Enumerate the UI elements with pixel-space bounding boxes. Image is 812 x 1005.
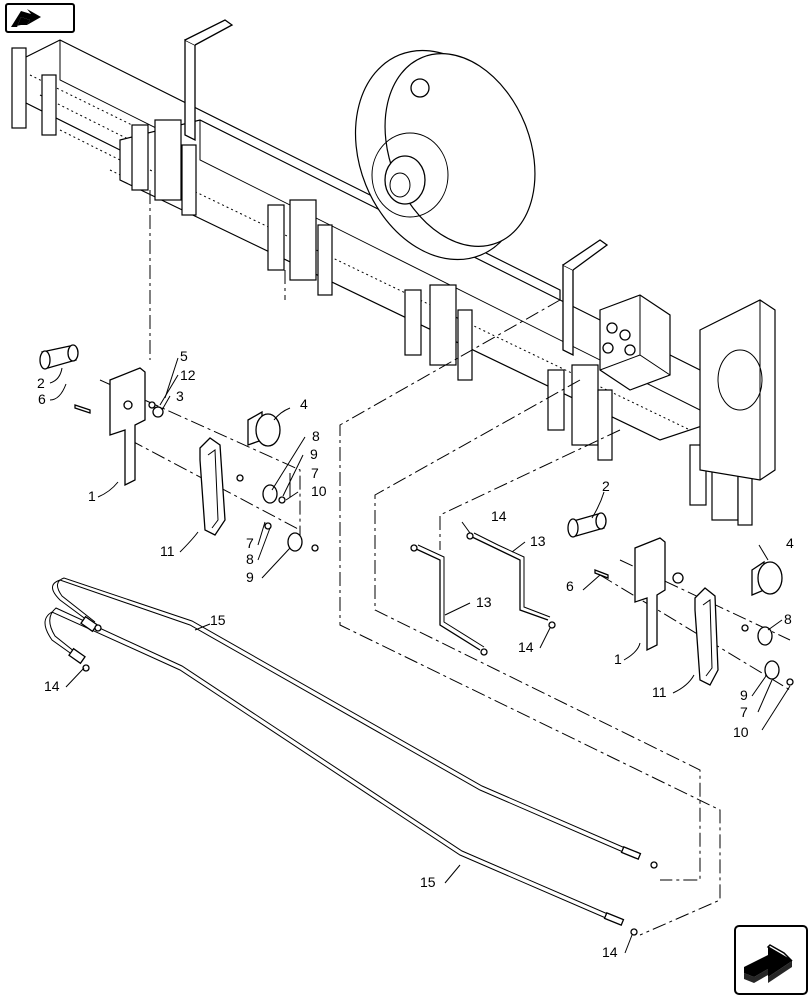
callout-14-b: 14: [518, 639, 534, 655]
callout-7-right: 7: [740, 704, 748, 720]
callout-8-right: 8: [784, 611, 792, 627]
callout-9-left-a: 9: [310, 446, 318, 462]
callout-2-left: 2: [37, 375, 45, 391]
callout-10-left: 10: [311, 483, 327, 499]
gear-disc-housing: [354, 49, 536, 261]
callout-12-left: 12: [180, 367, 196, 383]
callout-11-left: 11: [160, 543, 175, 559]
callout-15-a: 15: [210, 612, 226, 628]
hydraulic-hoses: [44, 532, 658, 936]
next-arrow-icon: [744, 944, 793, 983]
callout-15-b: 15: [420, 874, 436, 890]
callout-14-d: 14: [602, 944, 618, 960]
callout-10-right: 10: [733, 724, 749, 740]
callout-6-right: 6: [566, 578, 574, 594]
callout-11-right: 11: [652, 684, 667, 700]
callout-leaders: [49, 357, 791, 954]
callout-5-left: 5: [180, 348, 188, 364]
callout-8-left-a: 8: [312, 428, 320, 444]
callout-1-left: 1: [88, 488, 96, 504]
callout-labels: 1 2 3 4 5 6 7 7 8 8 9 9 10 11 12 13 13 1…: [37, 348, 794, 960]
hydraulic-valve-block: [599, 294, 671, 391]
callout-13-b: 13: [476, 594, 492, 610]
callout-3-left: 3: [176, 388, 184, 404]
handle-brackets: [184, 19, 609, 357]
callout-6-left: 6: [38, 391, 46, 407]
callout-4-right: 4: [786, 535, 794, 551]
back-button[interactable]: [5, 3, 75, 33]
left-assembly: [39, 344, 319, 552]
callout-1-right: 1: [614, 651, 622, 667]
toolbar-frame: [19, 39, 721, 441]
callout-4-left: 4: [300, 396, 308, 412]
callout-7-left-b: 7: [246, 535, 254, 551]
next-button[interactable]: [734, 925, 808, 995]
back-arrow-icon: [11, 9, 41, 27]
callout-14-c: 14: [44, 678, 60, 694]
callout-8-left-b: 8: [246, 551, 254, 567]
callout-2-right: 2: [602, 478, 610, 494]
callout-7-left-a: 7: [311, 465, 319, 481]
callout-9-right: 9: [740, 687, 748, 703]
right-assembly: [567, 512, 794, 686]
callout-13-a: 13: [530, 533, 546, 549]
callout-14-a: 14: [491, 508, 507, 524]
callout-9-left-b: 9: [246, 569, 254, 585]
end-bracket: [699, 299, 776, 481]
